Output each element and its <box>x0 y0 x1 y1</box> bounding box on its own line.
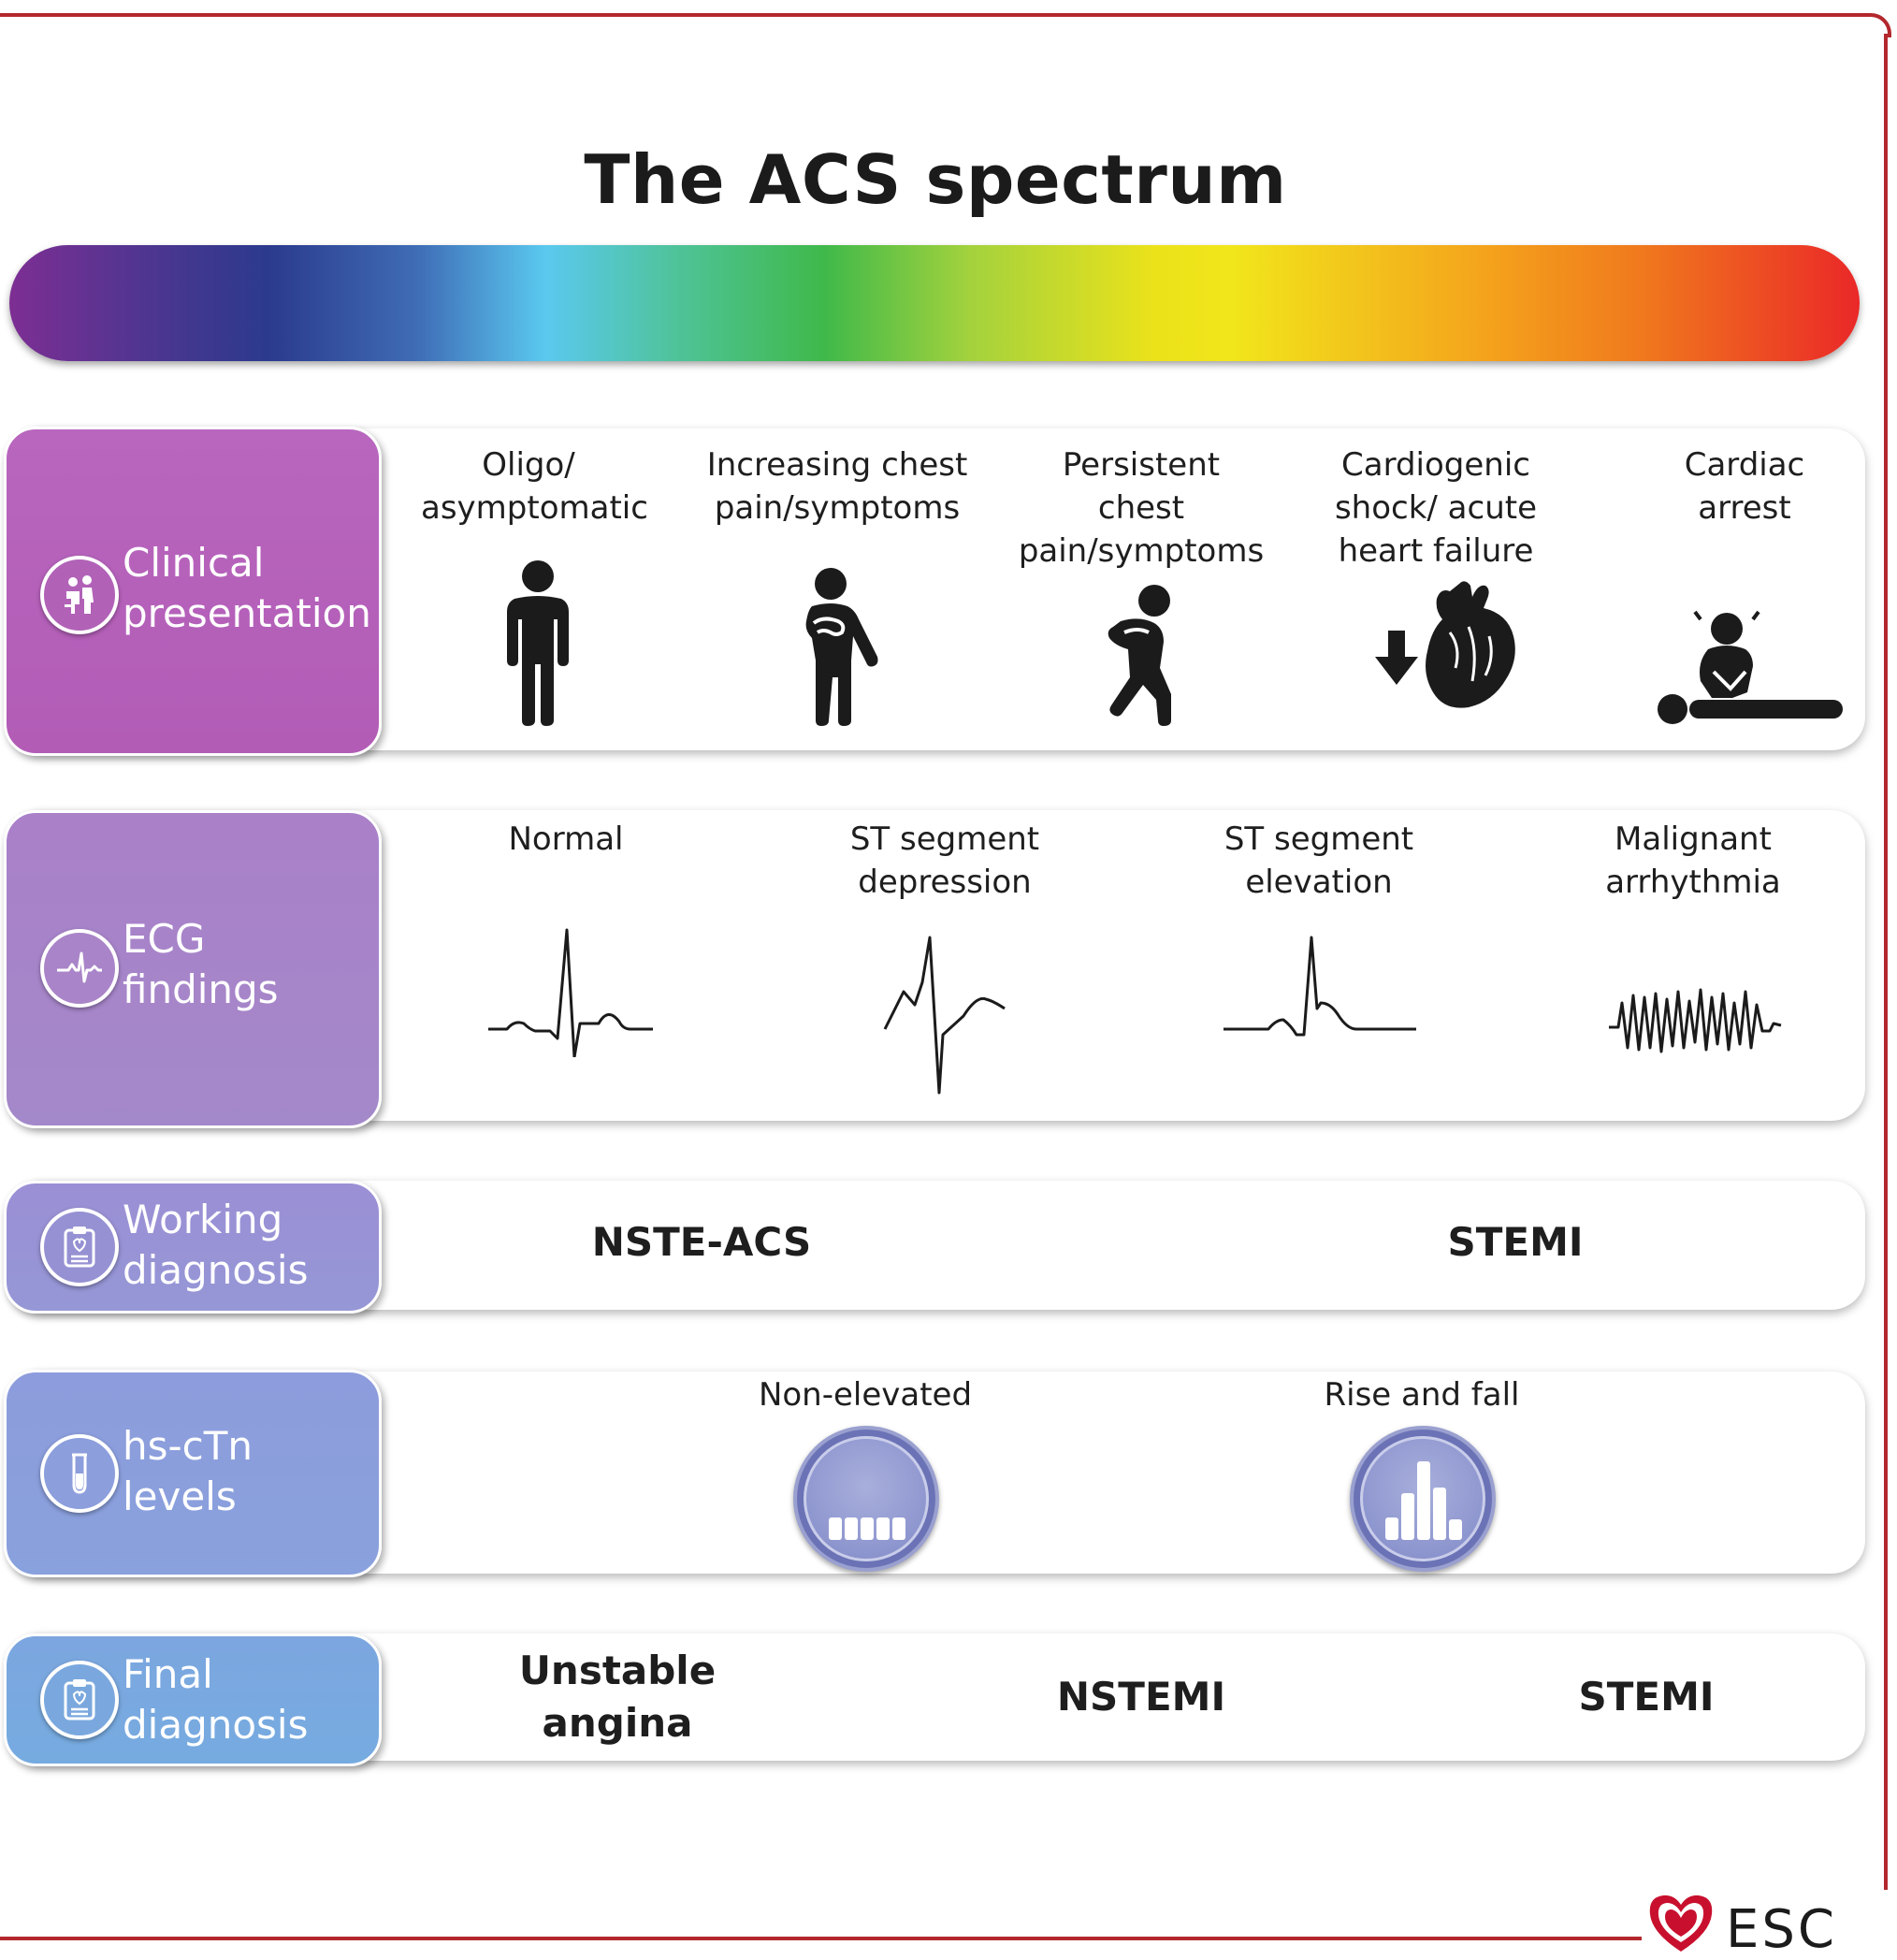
chest-pain-person-icon <box>805 568 878 726</box>
label-ecg-findings: ECG findings <box>4 810 382 1128</box>
ecg-item-st-depression: ST segment depression <box>849 820 1040 901</box>
doctor-patient-icon <box>40 556 119 634</box>
label-text: ECG findings <box>123 916 279 1012</box>
final-item-stemi: STEMI <box>1578 1674 1715 1720</box>
esc-logo-text: ESC <box>1726 1899 1838 1960</box>
test-tube-icon <box>40 1434 119 1513</box>
clipboard-icon <box>40 1208 119 1286</box>
label-text: Final diagnosis <box>123 1651 309 1748</box>
label-text: Clinical presentation <box>123 540 371 636</box>
label-final-diagnosis: Final diagnosis <box>4 1633 382 1766</box>
frame-right <box>1884 34 1888 1901</box>
label-text: Working diagnosis <box>123 1197 309 1293</box>
clinical-item-persistent: Persistent chest pain/symptoms <box>1018 446 1265 570</box>
cpr-cardiac-arrest-icon <box>1658 610 1843 724</box>
label-hs-ctn-levels: hs-cTn levels <box>4 1370 382 1577</box>
working-item-nste-acs: NSTE-ACS <box>591 1219 812 1265</box>
working-item-stemi: STEMI <box>1447 1219 1584 1265</box>
clinical-item-shock: Cardiogenic shock/ acute heart failure <box>1334 446 1538 570</box>
ecg-st-elevation-trace <box>1224 936 1416 1037</box>
frame-bottom <box>0 1937 1646 1940</box>
ecg-wave-icon <box>40 929 119 1008</box>
rise-and-fall-bars-icon <box>1350 1426 1496 1572</box>
label-clinical-presentation: Clinical presentation <box>4 427 382 756</box>
frame-top <box>0 13 1869 17</box>
final-item-nstemi: NSTEMI <box>1056 1674 1226 1720</box>
standing-person-icon <box>507 560 569 726</box>
label-working-diagnosis: Working diagnosis <box>4 1181 382 1314</box>
ecg-item-normal: Normal <box>508 820 624 858</box>
clinical-item-oligo: Oligo/ asymptomatic <box>421 446 648 527</box>
clipboard-icon <box>40 1661 119 1739</box>
troponin-item-rise-and-fall: Rise and fall <box>1324 1376 1520 1414</box>
ecg-item-arrhythmia: Malignant arrhythmia <box>1605 820 1781 901</box>
heart-down-arrow-icon <box>1375 581 1515 708</box>
persistent-pain-person-icon <box>1108 585 1171 726</box>
troponin-item-non-elevated: Non-elevated <box>758 1376 973 1414</box>
non-elevated-bars-icon <box>793 1426 939 1572</box>
spectrum-bar <box>9 245 1860 361</box>
label-text: hs-cTn levels <box>123 1423 253 1519</box>
clinical-item-arrest: Cardiac arrest <box>1684 446 1805 527</box>
final-item-unstable-angina: Unstable angina <box>518 1648 717 1746</box>
clinical-item-increasing: Increasing chest pain/symptoms <box>706 446 968 527</box>
ecg-item-st-elevation: ST segment elevation <box>1224 820 1414 901</box>
ecg-arrhythmia-trace <box>1609 988 1782 1053</box>
frame-top-right <box>1867 13 1891 37</box>
ecg-st-depression-trace <box>883 936 1006 1095</box>
ecg-normal-trace <box>488 928 653 1057</box>
page-title: The ACS spectrum <box>584 140 1287 219</box>
esc-heart-logo-icon <box>1649 1895 1713 1952</box>
